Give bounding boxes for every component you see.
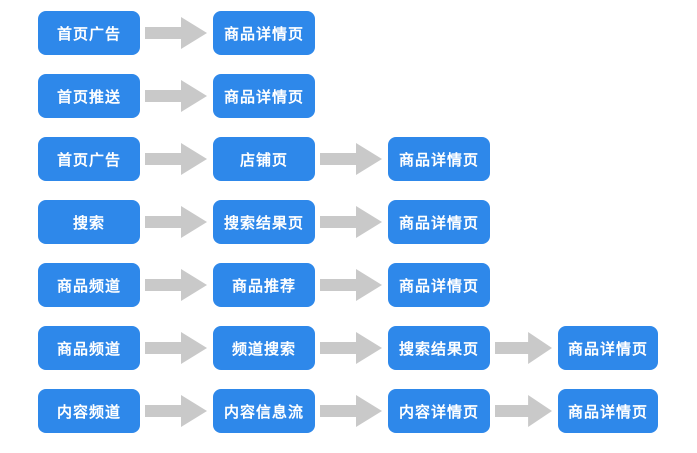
flow-node: 商品频道 bbox=[38, 326, 140, 370]
flow-node-label: 内容频道 bbox=[56, 403, 121, 421]
flow-node-label: 首页推送 bbox=[56, 88, 121, 106]
flow-node-label: 商品详情页 bbox=[398, 277, 479, 295]
flow-arrow-icon bbox=[145, 142, 207, 176]
flow-node: 商品推荐 bbox=[213, 263, 315, 307]
flow-node-label: 商品详情页 bbox=[567, 340, 648, 358]
flow-node: 商品详情页 bbox=[388, 200, 490, 244]
flow-node-label: 搜索 bbox=[72, 214, 105, 232]
flow-node: 频道搜索 bbox=[213, 326, 315, 370]
flow-arrow-icon bbox=[320, 205, 382, 239]
flow-node-label: 店铺页 bbox=[239, 151, 288, 169]
flow-node: 商品详情页 bbox=[388, 263, 490, 307]
flow-node: 店铺页 bbox=[213, 137, 315, 181]
flow-node: 内容信息流 bbox=[213, 389, 315, 433]
flow-node: 搜索 bbox=[38, 200, 140, 244]
flow-arrow-icon bbox=[495, 331, 552, 365]
flow-node: 商品详情页 bbox=[558, 389, 658, 433]
flow-arrow-icon bbox=[145, 16, 207, 50]
flow-node-label: 商品频道 bbox=[56, 340, 121, 358]
flow-node-label: 搜索结果页 bbox=[223, 214, 304, 232]
flow-arrow-icon bbox=[320, 394, 382, 428]
flow-node-label: 首页广告 bbox=[56, 25, 121, 43]
flow-arrow-icon bbox=[320, 331, 382, 365]
flow-node-label: 商品详情页 bbox=[398, 151, 479, 169]
flow-node: 搜索结果页 bbox=[213, 200, 315, 244]
flow-node-label: 搜索结果页 bbox=[398, 340, 479, 358]
flow-arrow-icon bbox=[495, 394, 552, 428]
flow-node: 商品频道 bbox=[38, 263, 140, 307]
flow-node: 内容详情页 bbox=[388, 389, 490, 433]
flow-node-label: 频道搜索 bbox=[231, 340, 296, 358]
flow-node-label: 商品详情页 bbox=[223, 88, 304, 106]
flow-node: 首页推送 bbox=[38, 74, 140, 118]
flow-node-label: 内容信息流 bbox=[223, 403, 304, 421]
flow-arrow-icon bbox=[320, 142, 382, 176]
flow-node: 商品详情页 bbox=[213, 11, 315, 55]
flow-node-label: 首页广告 bbox=[56, 151, 121, 169]
flow-node-label: 商品详情页 bbox=[223, 25, 304, 43]
flow-node-label: 商品详情页 bbox=[398, 214, 479, 232]
flow-node-label: 商品详情页 bbox=[567, 403, 648, 421]
flow-arrow-icon bbox=[145, 331, 207, 365]
flow-node: 内容频道 bbox=[38, 389, 140, 433]
flow-arrow-icon bbox=[320, 268, 382, 302]
flow-node-label: 商品频道 bbox=[56, 277, 121, 295]
flow-arrow-icon bbox=[145, 268, 207, 302]
flow-arrow-icon bbox=[145, 205, 207, 239]
flow-node: 商品详情页 bbox=[558, 326, 658, 370]
flow-node: 商品详情页 bbox=[213, 74, 315, 118]
flow-node-label: 内容详情页 bbox=[398, 403, 479, 421]
flow-node: 搜索结果页 bbox=[388, 326, 490, 370]
flow-arrow-icon bbox=[145, 79, 207, 113]
flow-node-label: 商品推荐 bbox=[231, 277, 296, 295]
flow-node: 首页广告 bbox=[38, 11, 140, 55]
flow-arrow-icon bbox=[145, 394, 207, 428]
flow-node: 商品详情页 bbox=[388, 137, 490, 181]
flow-node: 首页广告 bbox=[38, 137, 140, 181]
